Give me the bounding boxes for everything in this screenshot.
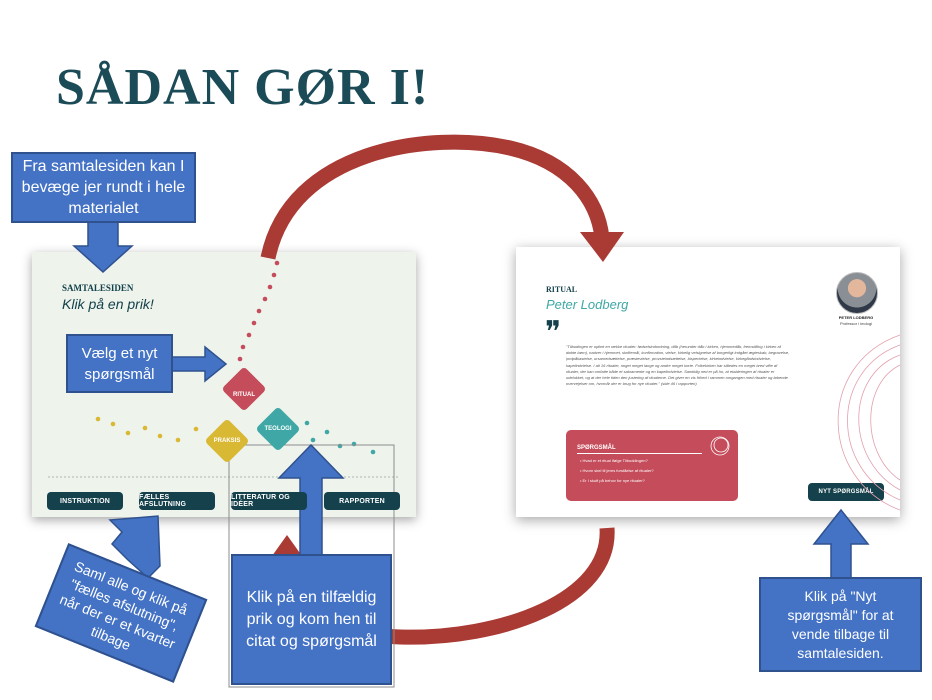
- questions-title: SPØRGSMÅL: [577, 445, 616, 451]
- author-title-label: Professor i teologi: [839, 321, 872, 326]
- report-button[interactable]: RAPPORTEN: [324, 492, 400, 510]
- forward-arc-arrow: [260, 134, 624, 262]
- question-item[interactable]: • Hvorn skel til jeres forståelse af rit…: [580, 468, 654, 473]
- page-title: SÅDAN GØR I!: [56, 59, 430, 116]
- quote-text: "Tilbudingen er opført en række ritualer…: [566, 344, 790, 387]
- ritual-dot-trail: [237, 260, 280, 362]
- slide-heading: SAMTALESIDEN: [62, 283, 134, 293]
- questions-title-rule: [577, 453, 702, 454]
- question-item[interactable]: • Er I skuft på behov for nye ritualer?: [580, 478, 645, 483]
- questions-card: [566, 430, 738, 501]
- slide-subheading: Klik på en prik!: [62, 296, 154, 312]
- decorative-swirl: [837, 334, 901, 511]
- question-text: Er I skuft på behov for nye ritualer?: [582, 478, 645, 483]
- callout-new-question: Vælg et nyt spørgsmål: [66, 334, 173, 393]
- author-name-label: PETER LODBERG: [838, 315, 874, 320]
- instruction-button[interactable]: INSTRUKTION: [47, 492, 123, 510]
- praksis-label: PRAKSIS: [213, 438, 241, 444]
- joint-closing-button[interactable]: FÆLLES AFSLUTNING: [139, 492, 215, 510]
- teologi-dot-trail: [304, 420, 376, 455]
- praksis-dot-trail: [95, 416, 199, 443]
- quote-mark-icon: ❞: [545, 315, 562, 350]
- quote-author-name: Peter Lodberg: [546, 297, 629, 312]
- question-text: Hvorn skel til jeres forståelse af ritua…: [582, 468, 654, 473]
- scribble-icon: [710, 436, 730, 456]
- ritual-label: RITUAL: [233, 392, 255, 398]
- question-text: Hvad er et ritual ifølge Tilbuddingen?: [582, 458, 648, 463]
- callout-new-question-return: Klik på "Nyt spørgsmål" for at vende til…: [759, 577, 922, 672]
- quote-category: RITUAL: [546, 285, 578, 294]
- callout-arrows: [72, 221, 870, 580]
- author-avatar: [836, 272, 878, 314]
- teologi-label: TEOLOGI: [264, 426, 292, 432]
- callout-navigate: Fra samtalesiden kan I bevæge jer rundt …: [11, 152, 196, 223]
- literature-button[interactable]: LITTERATUR OG IDÉER: [231, 492, 307, 510]
- callout-random-dot: Klik på en tilfældig prik og kom hen til…: [231, 554, 392, 685]
- question-item[interactable]: • Hvad er et ritual ifølge Tilbuddingen?: [580, 458, 648, 463]
